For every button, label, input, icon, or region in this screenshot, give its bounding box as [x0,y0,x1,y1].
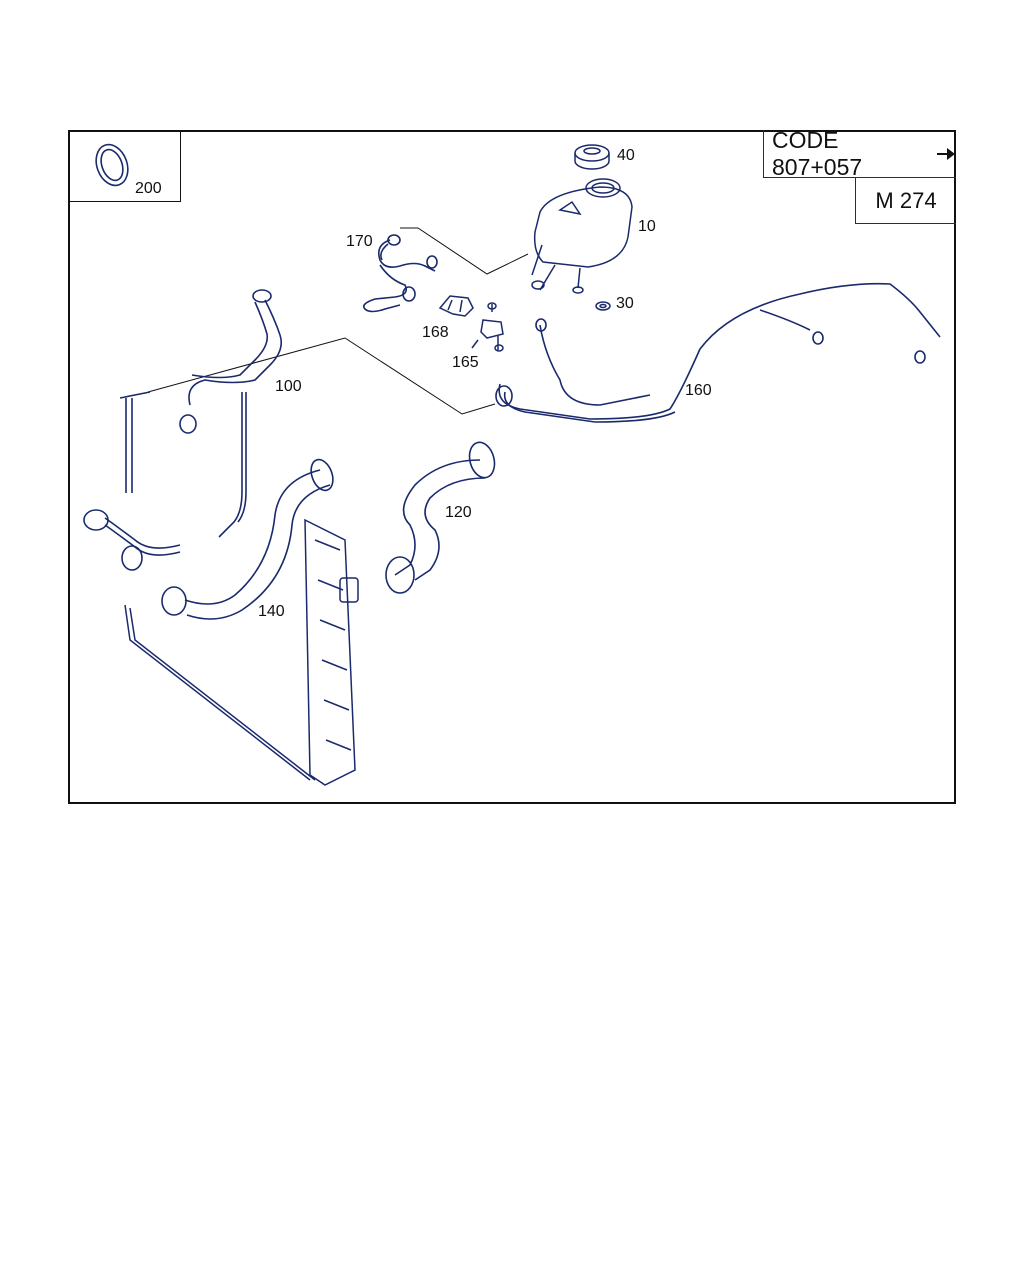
leader-lines [147,227,529,415]
callout-30[interactable]: 30 [616,295,634,312]
callout-168[interactable]: 168 [422,324,449,341]
code-label: CODE 807+057 [772,126,863,180]
right-arrow-icon[interactable] [936,140,956,167]
line-160 [495,282,941,423]
callout-10[interactable]: 10 [638,218,656,235]
radiator [124,518,359,786]
diagram-frame [68,130,956,804]
callout-170[interactable]: 170 [346,233,373,250]
callout-120[interactable]: 120 [445,504,472,521]
grommet-part [595,301,611,311]
callout-200[interactable]: 200 [135,180,162,197]
line-170 [362,234,438,313]
engine-label: M 274 [875,187,937,213]
hose-100 [83,289,283,571]
bracket-168 [438,295,474,317]
engine-box: M 274 [855,178,956,224]
tee-165 [471,302,504,352]
o-ring-seal-icon [95,143,129,187]
expansion-tank [531,178,633,294]
hose-140 [161,458,334,620]
seal-inset-box [68,130,181,202]
code-box: CODE 807+057 [763,126,956,180]
cap-part [574,144,610,170]
callout-100[interactable]: 100 [275,378,302,395]
callout-40[interactable]: 40 [617,147,635,164]
hose-120 [385,441,496,594]
callout-165[interactable]: 165 [452,354,479,371]
callout-160[interactable]: 160 [685,382,712,399]
callout-140[interactable]: 140 [258,603,285,620]
